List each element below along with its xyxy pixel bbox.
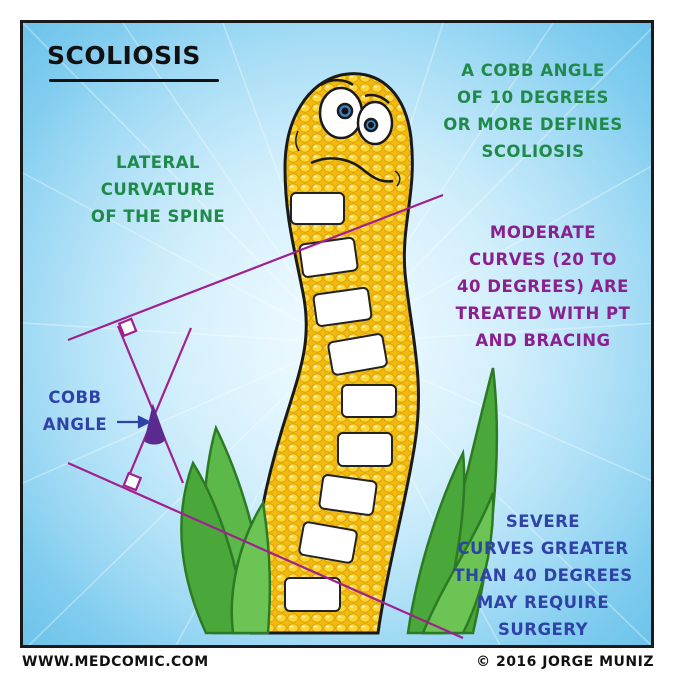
title-underline — [49, 79, 219, 82]
footer-website: WWW.MEDCOMIC.COM — [22, 654, 209, 670]
husk-leaves-front — [180, 448, 495, 635]
cobb-angle-wedge — [144, 403, 166, 445]
vertebrae — [284, 192, 397, 612]
caption-cobb-angle: COBB ANGLE — [42, 388, 108, 434]
corn-spine-illustration — [23, 23, 651, 645]
corn-face — [295, 78, 401, 187]
title-block: SCOLIOSIS — [47, 41, 219, 82]
footer-copyright: © 2016 JORGE MUNIZ — [476, 654, 654, 670]
caption-cobb-definition: A COBB ANGLE OF 10 DEGREES OR MORE DEFIN… — [443, 61, 623, 161]
comic-panel: SCOLIOSIS A COBB ANGLE OF 10 DEGREES OR … — [20, 20, 654, 648]
caption-moderate-curves: MODERATE CURVES (20 TO 40 DEGREES) ARE T… — [455, 223, 631, 350]
caption-lateral-curvature: LATERAL CURVATURE OF THE SPINE — [90, 153, 226, 226]
cobb-lines — [67, 193, 464, 640]
page-title: SCOLIOSIS — [47, 41, 201, 70]
cobb-arrow — [117, 415, 152, 429]
caption-severe-curves: SEVERE CURVES GREATER THAN 40 DEGREES MA… — [453, 512, 633, 639]
